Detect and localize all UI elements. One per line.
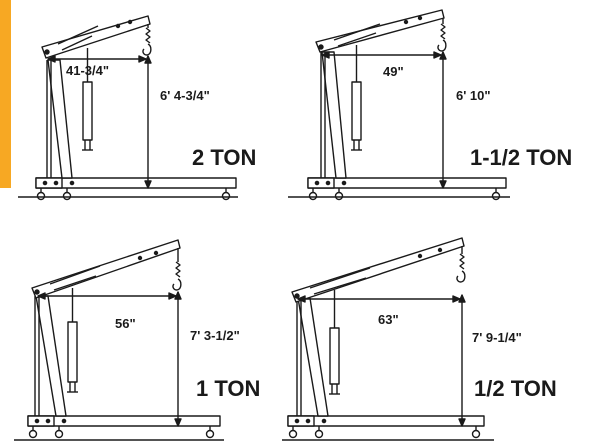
boom bbox=[315, 9, 445, 53]
height-label: 7' 9-1/4" bbox=[472, 330, 522, 345]
boom bbox=[291, 237, 465, 303]
hydraulic-ram bbox=[351, 45, 362, 151]
base-frame bbox=[307, 177, 507, 189]
mast bbox=[46, 59, 73, 179]
capacity-label: 1-1/2 TON bbox=[470, 145, 572, 170]
reach-dimension bbox=[37, 292, 177, 300]
base-frame bbox=[35, 177, 237, 189]
reach-dimension bbox=[321, 51, 442, 59]
caster-wheels bbox=[308, 188, 501, 201]
capacity-label: 1 TON bbox=[196, 376, 260, 401]
caster-wheels bbox=[288, 426, 481, 439]
reach-label: 56" bbox=[115, 316, 136, 331]
boom bbox=[31, 239, 181, 299]
crane-2-ton bbox=[18, 15, 238, 201]
boom bbox=[41, 15, 151, 59]
mast bbox=[34, 295, 67, 417]
reach-label: 49" bbox=[383, 64, 404, 79]
base-frame bbox=[27, 415, 221, 427]
crane-1-2-ton bbox=[282, 237, 494, 441]
caster-wheels bbox=[28, 426, 215, 439]
capacity-label: 1/2 TON bbox=[474, 376, 557, 401]
hydraulic-ram bbox=[82, 48, 93, 151]
capacity-label: 2 TON bbox=[192, 145, 256, 170]
mast bbox=[320, 51, 347, 179]
reach-label: 41-3/4" bbox=[66, 63, 109, 78]
hook-and-chain bbox=[172, 248, 182, 291]
accent-edge-bar bbox=[0, 0, 11, 188]
height-label: 7' 3-1/2" bbox=[190, 328, 240, 343]
height-label: 6' 10" bbox=[456, 88, 491, 103]
hook-and-chain bbox=[437, 18, 447, 52]
crane-1-ton bbox=[14, 239, 224, 441]
height-dimension bbox=[439, 51, 447, 189]
hydraulic-ram bbox=[67, 288, 78, 393]
height-dimension bbox=[174, 291, 182, 427]
height-dimension bbox=[144, 55, 152, 189]
reach-label: 63" bbox=[378, 312, 399, 327]
mast bbox=[296, 297, 329, 417]
height-label: 6' 4-3/4" bbox=[160, 88, 210, 103]
caster-wheels bbox=[36, 188, 231, 201]
hydraulic-ram bbox=[329, 290, 340, 395]
reach-dimension bbox=[47, 55, 147, 63]
crane-1-1-2-ton bbox=[288, 9, 510, 201]
hook-and-chain bbox=[456, 246, 466, 283]
base-frame bbox=[287, 415, 485, 427]
height-dimension bbox=[458, 294, 466, 427]
hook-and-chain bbox=[142, 24, 152, 56]
reach-dimension bbox=[297, 295, 461, 303]
